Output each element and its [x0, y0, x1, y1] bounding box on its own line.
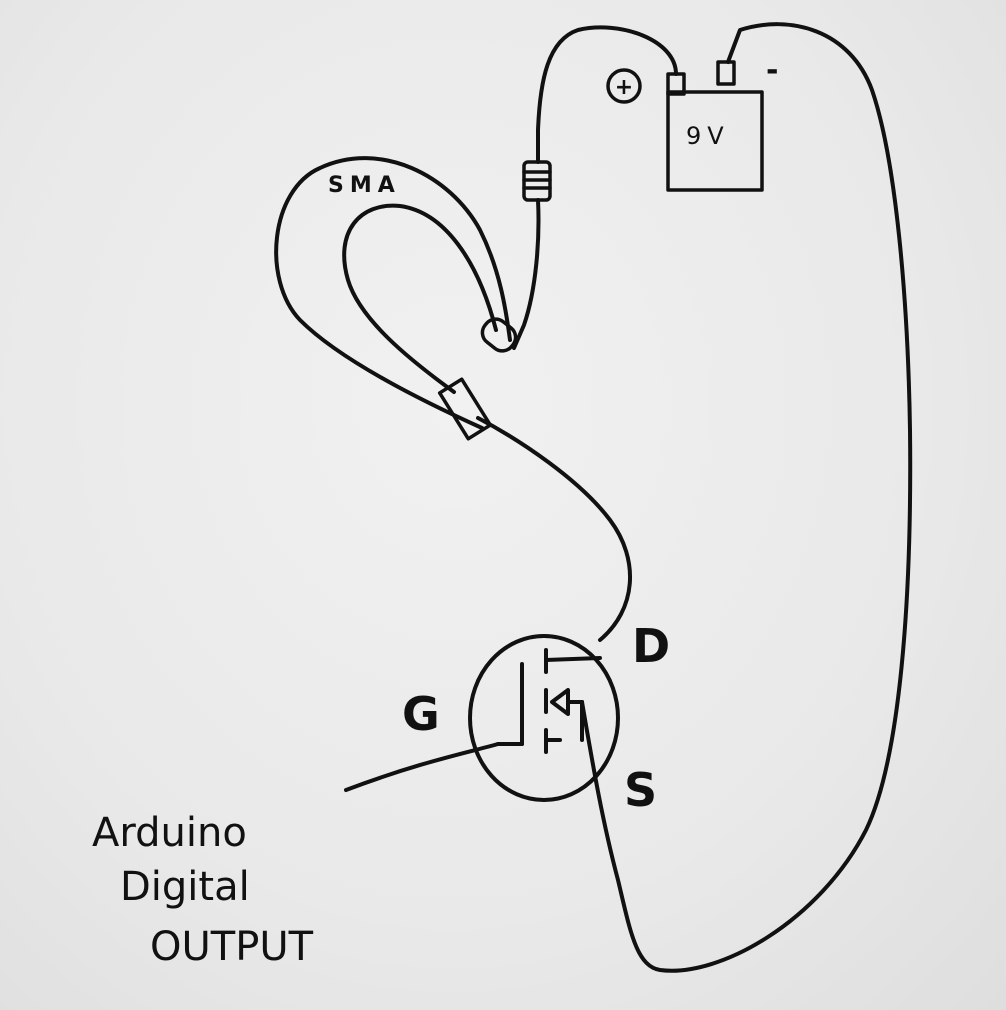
sma-to-drain-wire	[476, 416, 633, 642]
gate-label: G	[402, 687, 440, 741]
sma-label: SMA	[328, 173, 401, 198]
positive-wire-lower	[512, 198, 541, 350]
sma-terminal-upper	[480, 317, 518, 353]
mosfet-body	[468, 634, 620, 802]
positive-wire-top	[536, 25, 678, 164]
source-to-negative-wire	[580, 22, 913, 973]
source-label: S	[624, 763, 657, 817]
input-label-line3: OUTPUT	[150, 924, 314, 970]
sma-wire-outer	[274, 156, 512, 430]
input-label-line1: Arduino	[92, 810, 247, 856]
battery-voltage-label: 9V	[686, 122, 730, 150]
mosfet-arrow	[550, 688, 584, 716]
sma-terminal-lower	[437, 377, 493, 441]
drain-label: D	[632, 619, 670, 673]
mosfet-drain-lead	[544, 656, 602, 662]
negative-symbol: -	[766, 53, 778, 88]
gate-wire	[344, 742, 500, 792]
positive-symbol: +	[615, 75, 633, 100]
battery-body	[666, 90, 764, 192]
positive-symbol-circle	[606, 68, 642, 104]
battery-negative-terminal	[716, 60, 736, 86]
input-label-line2: Digital	[120, 864, 250, 910]
sma-wire-inner	[342, 203, 498, 394]
